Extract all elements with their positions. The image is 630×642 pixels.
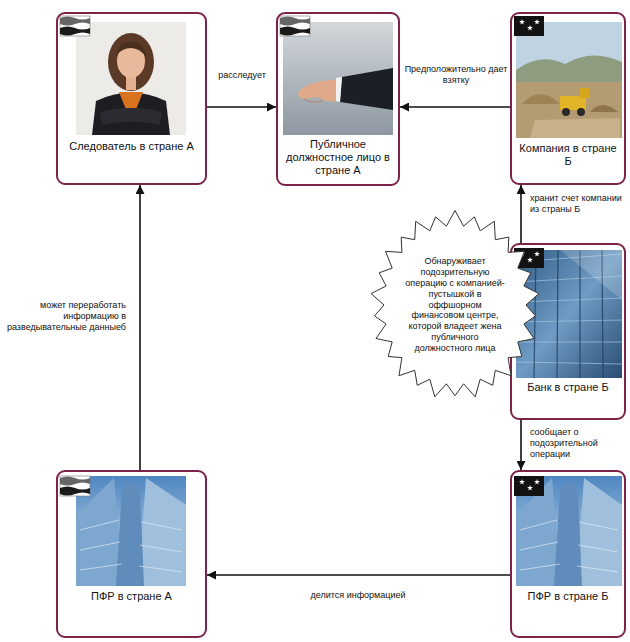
flag-country-a <box>60 16 90 36</box>
starburst-shape <box>371 211 539 397</box>
edge-label: хранит счет компании из страны Б <box>530 193 626 215</box>
edge-label: сообщает о подозрительной операции <box>530 427 626 459</box>
edge-label: делится информацией <box>258 590 458 601</box>
node-text: ПФР в стране Б <box>516 590 620 603</box>
flag-country-b <box>514 16 544 36</box>
flow-arrow <box>207 574 510 576</box>
flow-arrow <box>520 420 522 470</box>
node-text: Банк в стране Б <box>516 381 620 394</box>
edge-label: может переработать информацию в разведыв… <box>4 300 126 332</box>
edge-label: Предположительно дает взятку <box>404 64 508 86</box>
flow-arrow <box>520 185 522 243</box>
fiu-box: ПФР в стране А <box>56 470 207 638</box>
flag-country-a <box>280 16 310 36</box>
node-text: Следователь в стране А <box>62 140 201 153</box>
flow-arrow <box>207 106 276 108</box>
construction-photo <box>516 22 622 138</box>
company-box: Компания в стране Б <box>510 12 626 185</box>
handshake-photo <box>283 22 393 135</box>
investigator-box: Следователь в стране А <box>56 12 207 185</box>
callout-starburst: Обнаруживает подозрительную операцию с к… <box>369 209 541 401</box>
flag-country-a <box>60 476 90 496</box>
edge-label: расследует <box>209 70 275 81</box>
node-text: Компания в стране Б <box>516 142 620 168</box>
node-text: ПФР в стране А <box>62 590 201 603</box>
flag-country-b <box>514 476 544 496</box>
fiu-photo-a <box>76 476 186 586</box>
official-box: Публичное должностное лицо в стране А <box>276 12 400 186</box>
investigator-photo <box>76 22 186 135</box>
node-text: Публичное должностное лицо в стране А <box>282 138 394 178</box>
node-text: Обнаруживает подозрительную операцию с к… <box>405 256 505 353</box>
flow-arrow <box>400 106 510 108</box>
fiu-box: ПФР в стране Б <box>510 470 626 638</box>
flow-arrow <box>139 185 141 470</box>
